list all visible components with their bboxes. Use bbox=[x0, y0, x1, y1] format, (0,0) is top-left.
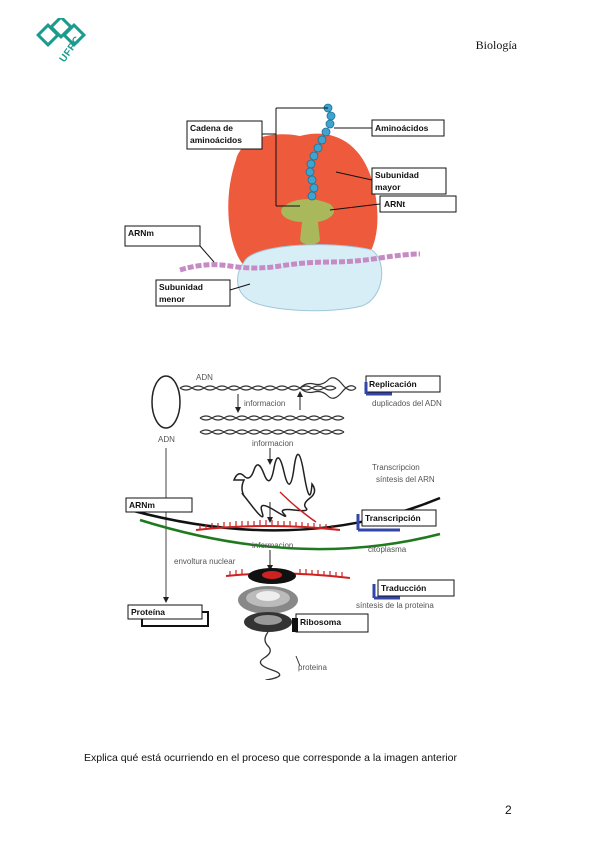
label-replicacion: Replicación bbox=[369, 379, 417, 389]
label-arnm-2: ARNm bbox=[129, 500, 155, 510]
label-envoltura: envoltura nuclear bbox=[174, 557, 236, 566]
label-transcripcion-gray: Transcripcion bbox=[372, 463, 420, 472]
label-subunidad-menor-2: menor bbox=[159, 294, 186, 304]
subject-title: Biología bbox=[475, 38, 517, 52]
label-ribosoma: Ribosoma bbox=[300, 617, 341, 627]
label-proteina-gray: proteina bbox=[298, 663, 327, 672]
label-proteina-box: Proteína bbox=[131, 607, 165, 617]
label-informacion-2: informacion bbox=[252, 439, 293, 448]
label-duplicados: duplicados del ADN bbox=[372, 399, 442, 408]
label-informacion-1: informacion bbox=[244, 399, 285, 408]
label-arnt: ARNt bbox=[384, 199, 405, 209]
circular-dna-shape bbox=[151, 375, 181, 429]
label-traduccion: Traducción bbox=[381, 583, 426, 593]
dna-helix-mid-1 bbox=[199, 415, 345, 421]
label-citoplasma: citoplasma bbox=[368, 545, 407, 554]
label-informacion-3: informacion bbox=[252, 541, 293, 550]
mrna-red-top bbox=[195, 520, 341, 531]
label-adn-top: ADN bbox=[196, 373, 213, 382]
page-number: 2 bbox=[505, 803, 512, 817]
label-subunidad-menor-1: Subunidad bbox=[159, 282, 203, 292]
small-subunit-shape bbox=[237, 244, 383, 312]
ufpc-logo-icon bbox=[36, 18, 87, 48]
label-aminoacidos: Aminoácidos bbox=[375, 123, 429, 133]
label-adn-left: ADN bbox=[158, 435, 175, 444]
label-sintesis-proteina: síntesis de la proteina bbox=[356, 601, 434, 610]
ribosome-figure: Cadena de aminoácidos Aminoácidos Subuni… bbox=[124, 103, 457, 312]
nuclear-envelope-green bbox=[139, 518, 441, 551]
mrna-strand bbox=[179, 251, 421, 273]
label-cadena-1: Cadena de bbox=[190, 123, 233, 133]
trna-shape bbox=[281, 199, 335, 245]
label-subunidad-mayor-2: mayor bbox=[375, 182, 401, 192]
rna-transcript-tail bbox=[279, 491, 317, 523]
amino-acid-chain bbox=[305, 103, 336, 201]
label-transcripcion: Transcripción bbox=[365, 513, 421, 523]
dna-helix-mid-2 bbox=[199, 429, 345, 435]
label-sintesis-arn: síntesis del ARN bbox=[376, 475, 435, 484]
dna-helix-top bbox=[179, 377, 357, 399]
question-text: Explica qué está ocurriendo en el proces… bbox=[84, 752, 457, 764]
label-cadena-2: aminoácidos bbox=[190, 135, 242, 145]
label-subunidad-mayor-1: Subunidad bbox=[375, 170, 419, 180]
label-arnm: ARNm bbox=[128, 228, 154, 238]
central-dogma-figure: ADN ADN informacion informacion Replicac… bbox=[125, 373, 455, 680]
transcription-bubble bbox=[232, 453, 316, 518]
protein-chain bbox=[259, 631, 281, 680]
